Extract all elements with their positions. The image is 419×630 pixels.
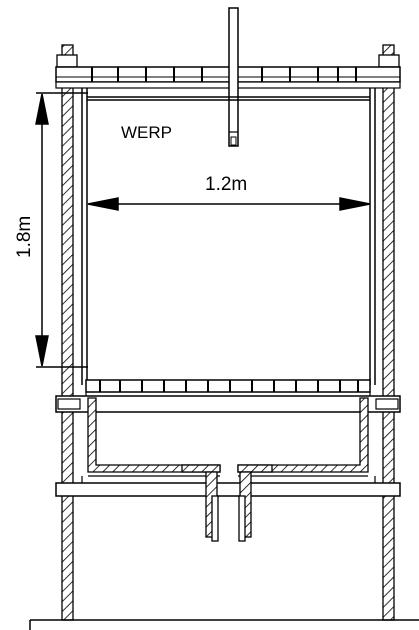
center-probe xyxy=(228,7,239,147)
mid-beam xyxy=(55,379,401,413)
tank-name-label: WERP xyxy=(121,123,172,142)
width-dimension-label: 1.2m xyxy=(205,174,247,195)
floor xyxy=(29,619,419,630)
height-dimension xyxy=(35,92,88,368)
bottom-beam xyxy=(55,476,401,497)
right-post xyxy=(378,44,400,621)
tank-walls xyxy=(81,88,376,385)
top-beam xyxy=(55,66,401,89)
left-post xyxy=(56,44,78,621)
lower-basin xyxy=(87,397,369,477)
height-dimension-label: 1.8m xyxy=(14,216,35,258)
width-dimension xyxy=(87,197,371,211)
drain-pipes xyxy=(205,471,252,542)
